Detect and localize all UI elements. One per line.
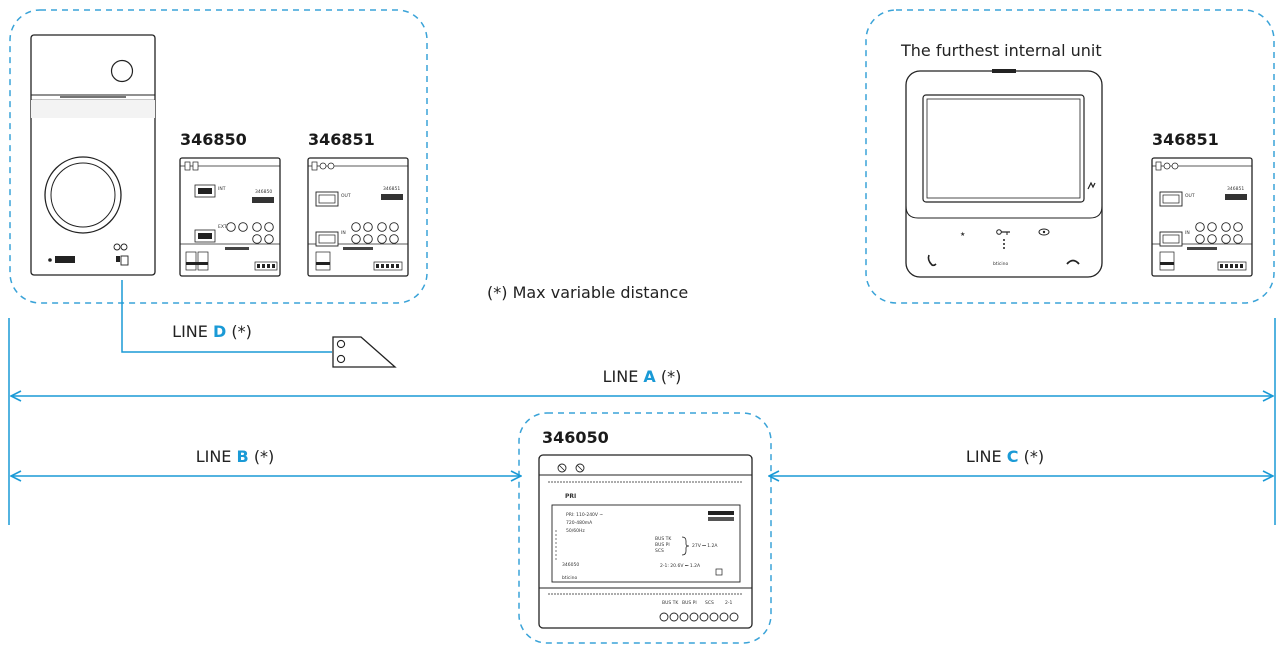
code-346850: 346850 xyxy=(180,130,247,149)
svg-text:EXT: EXT xyxy=(218,224,227,230)
svg-text:OUT: OUT xyxy=(341,193,351,199)
svg-text:bticino: bticino xyxy=(562,575,577,581)
line-a-label: LINE A (*) xyxy=(603,367,682,386)
svg-text:2-1: 20.6V ⎓ 1.2A: 2-1: 20.6V ⎓ 1.2A xyxy=(660,563,701,569)
max-distance-note: (*) Max variable distance xyxy=(487,283,688,302)
svg-text:BUS PI: BUS PI xyxy=(682,600,697,606)
line-b-label: LINE B (*) xyxy=(196,447,275,466)
camera-icon xyxy=(110,59,134,83)
code-346851-left: 346851 xyxy=(308,130,375,149)
svg-text:346050: 346050 xyxy=(562,562,579,568)
lock-actuator-icon xyxy=(332,336,397,368)
module-346850: INT EXT 346850 xyxy=(179,157,281,277)
svg-text:2-1: 2-1 xyxy=(725,600,732,606)
svg-text:IN: IN xyxy=(1185,230,1190,236)
answer-call-icon xyxy=(927,254,937,267)
svg-text:BUS TK: BUS TK xyxy=(662,600,679,606)
hangup-call-icon xyxy=(1066,259,1080,265)
svg-text:27V ⎓ 1.2A: 27V ⎓ 1.2A xyxy=(692,543,718,549)
svg-text:bticino: bticino xyxy=(993,261,1008,267)
line-c-label: LINE C (*) xyxy=(966,447,1044,466)
svg-text:BUS PI: BUS PI xyxy=(655,542,670,548)
svg-text:346851: 346851 xyxy=(383,186,400,192)
svg-text:346850: 346850 xyxy=(255,189,272,195)
star-icon: ★ xyxy=(960,231,965,238)
code-346050: 346050 xyxy=(542,428,609,447)
svg-text:OUT: OUT xyxy=(1185,193,1195,199)
furthest-unit-caption: The furthest internal unit xyxy=(900,41,1102,60)
svg-text:PRI: 110-240V ~: PRI: 110-240V ~ xyxy=(566,512,603,518)
power-supply-group-outline xyxy=(518,412,772,644)
svg-text:SCS: SCS xyxy=(705,600,714,606)
line-d-label: LINE D (*) xyxy=(172,322,252,341)
svg-text:BUS TK: BUS TK xyxy=(655,536,672,542)
entrance-panel xyxy=(30,34,156,276)
svg-text:50/60Hz: 50/60Hz xyxy=(566,528,585,534)
furthest-unit-group-outline xyxy=(865,9,1275,304)
module-346851-right: OUT 346851 IN xyxy=(1151,157,1253,277)
line-d-connector xyxy=(121,280,332,353)
svg-text:SCS: SCS xyxy=(655,548,664,554)
svg-text:INT: INT xyxy=(218,186,226,192)
code-346851-right: 346851 xyxy=(1152,130,1219,149)
svg-text:346851: 346851 xyxy=(1227,186,1244,192)
svg-text:720-480mA: 720-480mA xyxy=(566,520,593,526)
outdoor-group-outline xyxy=(9,9,428,304)
power-supply-346050: PRI PRI: 110-240V ~ 720-480mA 50/60Hz BU… xyxy=(538,454,753,629)
key-icon xyxy=(996,229,1010,235)
eye-icon xyxy=(1038,228,1050,236)
svg-text:IN: IN xyxy=(341,230,346,236)
internal-monitor: ★ bticino xyxy=(905,69,1103,278)
module-346851-left: OUT 346851 IN xyxy=(307,157,409,277)
mute-icon xyxy=(1087,181,1096,190)
svg-text:PRI: PRI xyxy=(565,493,576,500)
